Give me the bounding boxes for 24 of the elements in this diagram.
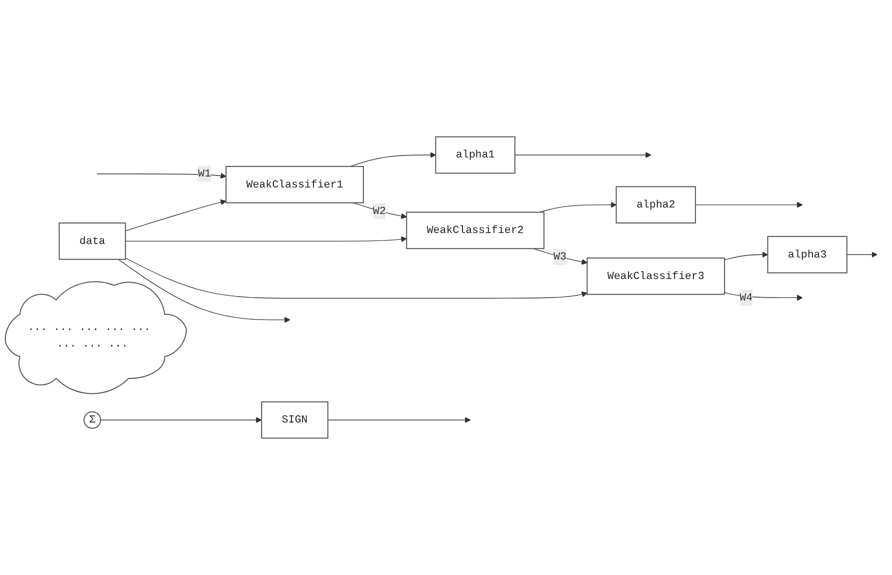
node-circle: Σ bbox=[84, 411, 102, 429]
arrow bbox=[96, 172, 226, 179]
edge-label: W2 bbox=[372, 205, 386, 218]
arrow bbox=[328, 417, 471, 423]
arrow bbox=[695, 202, 803, 208]
node-box: data bbox=[58, 222, 126, 260]
arrow bbox=[125, 258, 588, 299]
arrow bbox=[514, 152, 652, 158]
node-box: WeakClassifier2 bbox=[406, 212, 544, 250]
edge-label: W1 bbox=[198, 168, 211, 180]
arrow bbox=[100, 417, 262, 423]
edge-label: W3 bbox=[553, 250, 566, 263]
node-box: WeakClassifier1 bbox=[226, 166, 364, 204]
arrow bbox=[125, 236, 407, 242]
node-box: alpha1 bbox=[435, 136, 516, 174]
arrow bbox=[846, 252, 878, 258]
node-box: WeakClassifier3 bbox=[586, 258, 726, 295]
node-box: alpha3 bbox=[767, 236, 848, 274]
node-box: SIGN bbox=[261, 401, 328, 439]
arrow bbox=[118, 259, 290, 323]
arrow bbox=[125, 199, 226, 232]
node-box: alpha2 bbox=[616, 186, 696, 224]
edge-label: W4 bbox=[740, 292, 753, 304]
arrow bbox=[724, 252, 768, 260]
